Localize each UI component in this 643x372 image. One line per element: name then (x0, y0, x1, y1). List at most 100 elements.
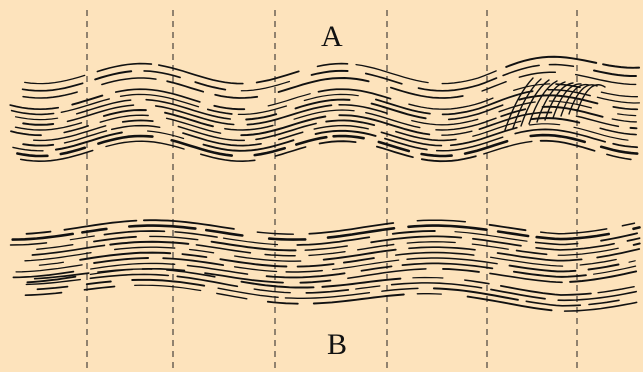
fiber-stroke (13, 147, 43, 150)
fiber-stroke (38, 287, 68, 290)
fiber-stroke (379, 142, 409, 151)
fiber-stroke (506, 57, 596, 67)
fiber-stroke (612, 119, 636, 122)
fiber-stroke (517, 251, 547, 255)
fiber-stroke (23, 123, 53, 124)
fiber-stroke (106, 141, 184, 149)
fiber-stroke (600, 128, 636, 134)
fiber-stroke (23, 92, 77, 98)
fiber-stroke (490, 225, 526, 230)
fiber-stroke (217, 293, 247, 298)
fiber-stroke (392, 283, 482, 288)
fiber-stroke (190, 250, 214, 253)
fiber-stroke (381, 132, 441, 145)
fiber-stroke (356, 286, 380, 289)
fiber-stroke (393, 231, 435, 234)
fiber-stroke (314, 126, 368, 130)
fiber-stroke (333, 260, 399, 269)
fiber-stroke (407, 242, 455, 243)
fiber-stroke (358, 245, 394, 250)
fiber-stroke (112, 126, 160, 130)
fiber-stroke (326, 120, 374, 125)
fiber-stroke (135, 285, 201, 290)
fiber-stroke (371, 236, 461, 242)
fiber-stroke (254, 289, 290, 293)
fiber-stroke (634, 227, 640, 228)
fiber-stroke (95, 71, 131, 79)
fiber-stroke (70, 236, 94, 240)
fiber-stroke (115, 247, 175, 249)
fiber-stroke (146, 100, 230, 119)
fiber-stroke (443, 269, 479, 272)
fiber-stroke (402, 263, 492, 268)
fiber-stroke (297, 237, 369, 245)
fiber-stroke (247, 105, 331, 124)
wavy-fiber-band-b (11, 220, 640, 311)
fiber-stroke (422, 154, 452, 156)
fiber-stroke (16, 265, 82, 272)
fiber-stroke (576, 116, 618, 126)
fiber-stroke (225, 126, 273, 131)
fiber-stroke (417, 220, 465, 222)
fiber-stroke (285, 293, 369, 299)
fiber-stroke (541, 229, 607, 234)
fiber-stroke (437, 137, 503, 151)
fiber-stroke (412, 119, 478, 125)
fiber-stroke (597, 97, 639, 103)
fiber-stroke (344, 258, 374, 263)
fiber-stroke (257, 71, 299, 82)
fiber-stroke (102, 78, 156, 85)
fiber-stroke (144, 71, 180, 78)
fiber-stroke (589, 265, 619, 270)
fiber-stroke (318, 64, 348, 67)
fiber-stroke (536, 244, 614, 250)
fiber-stroke (309, 223, 393, 234)
fiber-stroke (320, 141, 356, 143)
fiber-stroke (27, 232, 51, 234)
fiber-stroke (32, 245, 104, 255)
fiber-stroke (413, 278, 443, 279)
fiber-stroke (298, 264, 334, 267)
fiber-stroke (589, 300, 619, 304)
fiber-stroke (498, 232, 528, 237)
fiber-stroke (306, 290, 348, 293)
fiber-stroke (178, 127, 244, 141)
fiber-stroke (16, 117, 58, 120)
fiber-stroke (407, 258, 497, 264)
wavy-fiber-band-a (10, 57, 639, 161)
fiber-stroke (238, 106, 286, 114)
fiber-stroke (12, 111, 54, 115)
fiber-stroke (541, 141, 595, 151)
fiber-stroke (549, 65, 573, 67)
fiber-stroke (177, 276, 237, 286)
fiber-stroke (268, 302, 298, 304)
fiber-stroke (558, 292, 636, 301)
fiber-stroke (150, 236, 198, 239)
fiber-stroke (235, 256, 301, 261)
fiber-stroke (622, 223, 634, 226)
fiber-stroke (23, 144, 53, 145)
fiber-stroke (305, 246, 347, 250)
fiber-stroke (17, 154, 47, 157)
fiber-stroke (537, 234, 609, 239)
fiber-stroke (215, 95, 257, 98)
fiber-stroke (597, 249, 639, 258)
fiber-stroke (491, 257, 563, 266)
fiber-stroke (629, 261, 635, 262)
fiber-stroke (26, 293, 62, 296)
fiber-stroke (419, 78, 497, 91)
fiber-stroke (409, 226, 487, 230)
fiber-stroke (269, 239, 305, 240)
fiber-stroke (286, 271, 322, 272)
fiber-stroke (214, 106, 244, 109)
fiber-stroke (490, 273, 562, 282)
fiber-stroke (598, 287, 634, 293)
fiber-stroke (34, 126, 106, 141)
fiber-stroke (241, 82, 289, 91)
fiber-stroke (334, 136, 364, 138)
fiber-stroke (123, 120, 153, 122)
fiber-stroke (94, 258, 148, 263)
fiber-stroke (97, 64, 151, 72)
fiber-stroke (23, 83, 83, 91)
